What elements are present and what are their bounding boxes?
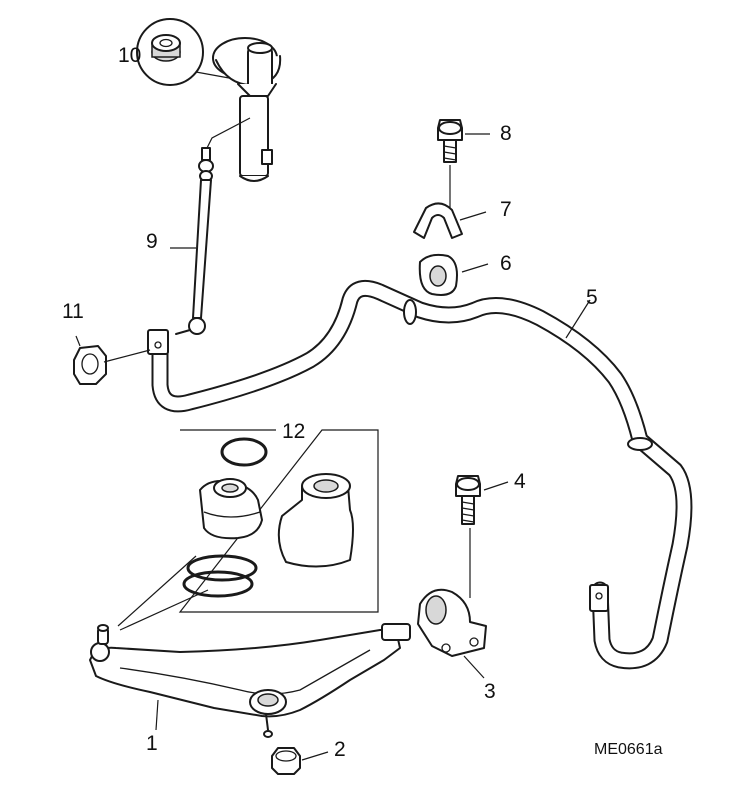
part-11-nut — [73, 335, 151, 385]
callout-9: 9 — [146, 230, 158, 253]
callout-1: 1 — [146, 732, 158, 755]
callout-7: 7 — [500, 198, 512, 221]
callout-5: 5 — [586, 286, 598, 309]
small-boot — [199, 478, 263, 540]
callout-4: 4 — [514, 470, 526, 493]
callout-10: 10 — [118, 44, 141, 67]
callout-11: 11 — [62, 300, 84, 323]
callout-12: 12 — [282, 420, 305, 443]
callout-6: 6 — [500, 252, 512, 275]
part-3-bracket — [417, 588, 487, 679]
part-7-clamp — [413, 202, 487, 239]
large-boot — [277, 473, 354, 568]
part-8-bolt — [437, 119, 490, 212]
part-2-nut — [271, 747, 329, 775]
part-10-nut — [151, 34, 181, 62]
reference-code: ME0661a — [594, 741, 663, 758]
part-4-bolt — [455, 475, 509, 598]
part-12-boot-kit — [117, 429, 379, 631]
callout-2: 2 — [334, 738, 346, 761]
part-6-bush — [418, 253, 489, 296]
part-10-detail-circle — [136, 18, 241, 86]
part-9-drop-link — [170, 147, 214, 335]
callout-3: 3 — [484, 680, 496, 703]
part-5-stabilizer-bar — [147, 279, 693, 670]
part-1-lower-arm — [89, 623, 411, 738]
callout-8: 8 — [500, 122, 512, 145]
strut-assembly — [205, 37, 282, 182]
